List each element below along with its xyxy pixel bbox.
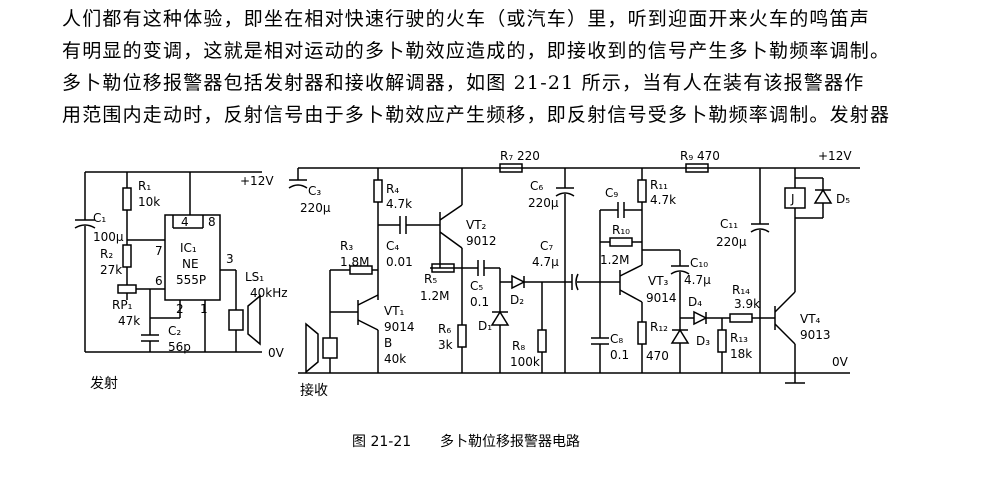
r6-label: R₆ — [438, 322, 451, 336]
c6-label: C₆ — [530, 179, 543, 193]
vt4-value: 9013 — [800, 328, 831, 342]
figure-caption: 多卜勒位移报警器电路 — [440, 433, 580, 450]
ic1-pin8: 8 — [208, 215, 216, 229]
r2-value: 27k — [100, 263, 122, 277]
ic1-pin6: 6 — [155, 274, 163, 288]
receiver-circuit: R₇ 220 R₉ 470 +12V 0V C₃ 220μ R₄ 4.7k C₄… — [288, 149, 860, 399]
c9-label: C₉ — [605, 186, 618, 200]
r8-label: R₈ — [512, 339, 525, 353]
c6-value: 220μ — [528, 196, 559, 210]
vt2-value: 9012 — [466, 234, 497, 248]
c10-value: 4.7μ — [684, 273, 711, 287]
r12-label: R₁₂ — [650, 320, 668, 334]
paragraph-1-line-2: 有明显的变调，这就是相对运动的多卜勒效应造成的，即接收到的信号产生多卜勒频率调制… — [62, 40, 891, 62]
r3-value: 1.8M — [340, 255, 369, 269]
vt1-label: VT₁ — [384, 304, 405, 318]
r1-label: R₁ — [138, 179, 151, 193]
receiver-label: 接收 — [300, 382, 328, 399]
vt1-value: 9014 — [384, 320, 415, 334]
paragraph-1-line-1: 人们都有这种体验，即坐在相对快速行驶的火车（或汽车）里，听到迎面开来火车的鸣笛声 — [62, 8, 871, 30]
r7-label: R₇ 220 — [500, 149, 540, 163]
transmitter-circuit: +12V 0V C₁ 100μ R₁ 10k R₂ 27k RP₁ 47k — [74, 171, 288, 392]
vt1-b2: 40k — [384, 352, 406, 366]
r1-value: 10k — [138, 195, 160, 209]
ic1-pin3: 3 — [226, 252, 234, 266]
c1-value: 100μ — [93, 230, 124, 244]
tx-vcc-label: +12V — [240, 174, 274, 188]
c10-label: C₁₀ — [690, 256, 708, 270]
c4-label: C₄ — [386, 239, 399, 253]
d2-label: D₂ — [510, 293, 524, 307]
ls1-value: 40kHz — [250, 286, 288, 300]
c1-label: C₁ — [93, 211, 106, 225]
r5-value: 1.2M — [420, 289, 449, 303]
r13-label: R₁₃ — [730, 331, 748, 345]
r10-label: R₁₀ — [612, 223, 630, 237]
paragraph-2: 多卜勒位移报警器包括发射器和接收解调器，如图 21-21 所示，当有人在装有该报… — [62, 67, 962, 131]
rx-vcc-label: +12V — [818, 149, 852, 163]
c2-label: C₂ — [168, 324, 181, 338]
c8-label: C₈ — [610, 332, 623, 346]
r8-value: 100k — [510, 355, 540, 369]
d5-label: D₅ — [836, 192, 850, 206]
d4-label: D₄ — [688, 295, 702, 309]
c5-value: 0.1 — [470, 295, 489, 309]
vt4-label: VT₄ — [800, 312, 821, 326]
relay-label: J — [790, 192, 795, 206]
c11-value: 220μ — [716, 235, 747, 249]
r14-value: 3.9k — [734, 297, 760, 311]
r3-label: R₃ — [340, 239, 353, 253]
r4-value: 4.7k — [386, 197, 412, 211]
vt3-label: VT₃ — [648, 274, 669, 288]
vt3-value: 9014 — [646, 291, 677, 305]
rx-gnd-label: 0V — [832, 355, 849, 369]
c8-value: 0.1 — [610, 348, 629, 362]
r10-value: 1.2M — [600, 253, 629, 267]
transmitter-label: 发射 — [90, 376, 118, 392]
paragraph-1: 人们都有这种体验，即坐在相对快速行驶的火车（或汽车）里，听到迎面开来火车的鸣笛声… — [62, 3, 962, 67]
tx-gnd-label: 0V — [268, 346, 285, 360]
ic1-pin1: 1 — [200, 302, 208, 316]
paragraph-2-line-2: 用范围内走动时，反射信号由于多卜勒效应产生频移，即反射信号受多卜勒频率调制。发射… — [62, 104, 891, 126]
figure-number: 图 21-21 — [352, 434, 411, 450]
d3-label: D₃ — [696, 334, 710, 348]
c7-label: C₇ — [540, 239, 553, 253]
ic1-line2: NE — [182, 257, 199, 271]
c11-label: C₁₁ — [720, 217, 738, 231]
vt2-label: VT₂ — [466, 218, 487, 232]
r11-label: R₁₁ — [650, 178, 668, 192]
paragraph-2-line-1: 多卜勒位移报警器包括发射器和接收解调器，如图 21-21 所示，当有人在装有该报… — [62, 72, 865, 94]
ls1-label: LS₁ — [245, 270, 264, 284]
r2-label: R₂ — [100, 247, 113, 261]
r9-label: R₉ 470 — [680, 149, 720, 163]
r14-label: R₁₄ — [732, 283, 750, 297]
c7-value: 4.7μ — [532, 255, 559, 269]
r5-label: R₅ — [424, 272, 437, 286]
c4-value: 0.01 — [386, 255, 413, 269]
c3-label: C₃ — [308, 184, 321, 198]
c2-value: 56p — [168, 340, 191, 354]
r4-label: R₄ — [386, 182, 399, 196]
ic1-pin7: 7 — [155, 244, 163, 258]
ic1-pin2: 2 — [176, 302, 184, 316]
r6-value: 3k — [438, 338, 453, 352]
d1-label: D₁ — [478, 319, 492, 333]
ic1-line3: 555P — [176, 273, 206, 287]
ic1-label: IC₁ — [180, 241, 197, 255]
vt1-b: B — [384, 336, 392, 350]
r11-value: 4.7k — [650, 193, 676, 207]
c3-value: 220μ — [300, 201, 331, 215]
ic1-pin4: 4 — [181, 215, 189, 229]
rp1-value: 47k — [118, 314, 140, 328]
r13-value: 18k — [730, 347, 752, 361]
r12-value: 470 — [646, 349, 669, 363]
rp1-label: RP₁ — [112, 298, 133, 312]
c5-label: C₅ — [470, 279, 483, 293]
